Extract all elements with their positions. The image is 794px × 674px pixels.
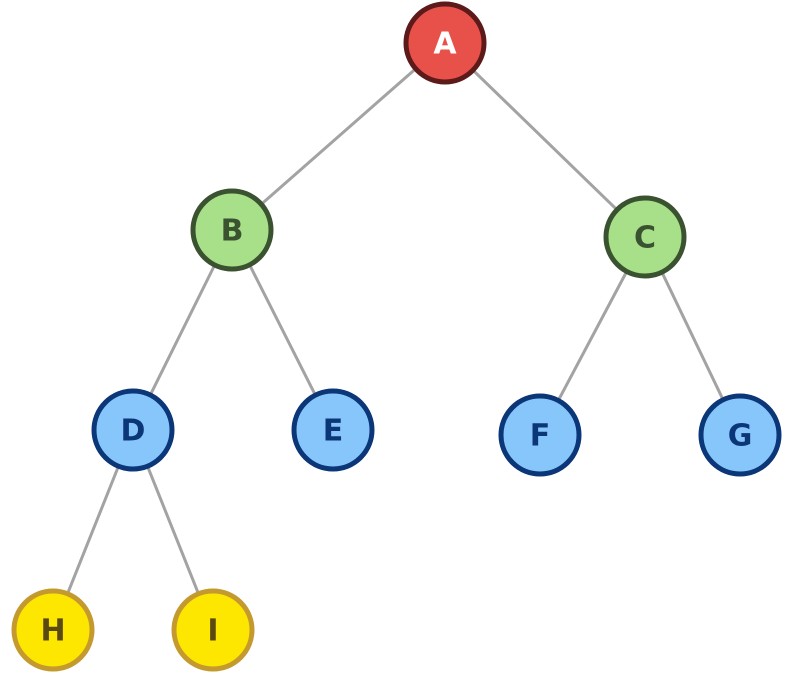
node-label-i: I: [207, 614, 218, 649]
edge-d-i: [146, 464, 200, 596]
node-label-b: B: [221, 214, 244, 249]
node-g: G: [698, 393, 782, 477]
edge-d-h: [66, 464, 120, 596]
node-label-d: D: [121, 414, 146, 449]
edge-b-e: [248, 263, 317, 397]
node-circle-b: [190, 188, 274, 272]
node-circle-d: [91, 388, 175, 472]
edge-c-f: [556, 270, 629, 402]
node-label-c: C: [634, 221, 656, 256]
node-label-e: E: [323, 414, 344, 449]
node-d: D: [91, 388, 175, 472]
node-label-f: F: [530, 419, 551, 454]
edge-c-g: [660, 270, 725, 402]
edge-a-c: [471, 68, 619, 212]
node-h: H: [11, 588, 95, 672]
node-circle-g: [698, 393, 782, 477]
node-label-g: G: [728, 419, 753, 454]
node-circle-f: [498, 393, 582, 477]
node-circle-c: [603, 195, 687, 279]
node-circle-a: [403, 1, 487, 85]
node-circle-h: [11, 588, 95, 672]
node-label-a: A: [433, 27, 457, 62]
node-f: F: [498, 393, 582, 477]
node-circle-e: [291, 388, 375, 472]
edge-b-d: [148, 263, 217, 397]
node-i: I: [171, 588, 255, 672]
node-label-h: H: [40, 614, 65, 649]
edge-a-b: [259, 67, 418, 206]
node-c: C: [603, 195, 687, 279]
node-a: A: [403, 1, 487, 85]
node-b: B: [190, 188, 274, 272]
node-e: E: [291, 388, 375, 472]
node-circle-i: [171, 588, 255, 672]
nodes-layer: A B C D E F G H I: [11, 1, 782, 672]
edges-layer: [66, 67, 725, 596]
